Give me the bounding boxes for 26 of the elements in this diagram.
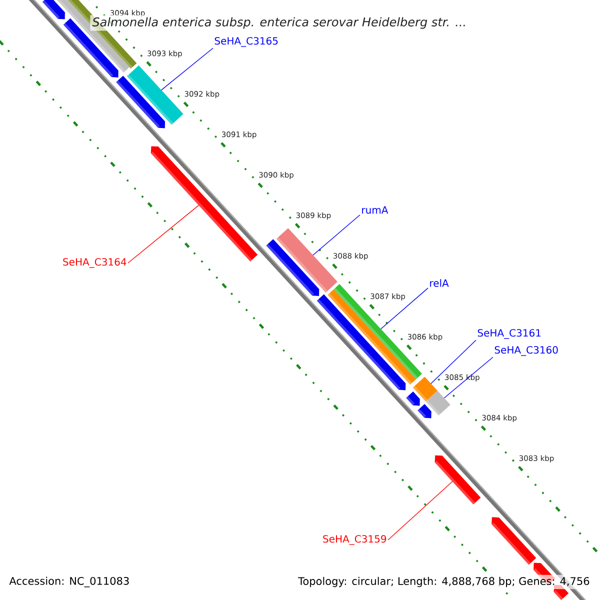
- leader-line: [128, 204, 200, 264]
- gene-label: SeHA_C3160: [494, 346, 558, 356]
- gene-label: rumA: [362, 206, 388, 214]
- gene-bar: [418, 404, 432, 418]
- gene-bar: [492, 517, 536, 565]
- gene-bar: [126, 65, 184, 125]
- gene-bar: [42, 0, 65, 20]
- gene-label: SeHA_C3161: [478, 329, 541, 339]
- gene-bar: [434, 455, 481, 504]
- gene-bar: [426, 390, 450, 416]
- leader-line: [380, 288, 428, 330]
- gene-bar: [316, 294, 406, 390]
- gene-label: relA: [430, 279, 449, 287]
- gene-bar: [266, 239, 320, 296]
- gene-label: SeHA_C3164: [63, 258, 126, 268]
- leader-line: [388, 481, 453, 540]
- gene-bar: [412, 376, 438, 402]
- gene-label: SeHA_C3159: [323, 535, 386, 545]
- leader-line: [161, 48, 214, 90]
- leader-line: [430, 340, 476, 384]
- gene-bar: [406, 391, 420, 406]
- gene-label: SeHA_C3165: [214, 37, 278, 47]
- gene-bar: [116, 76, 165, 128]
- gene-bar: [150, 146, 258, 262]
- leader-line: [444, 356, 494, 398]
- accession-text: Accession: NC_011083: [7, 574, 132, 590]
